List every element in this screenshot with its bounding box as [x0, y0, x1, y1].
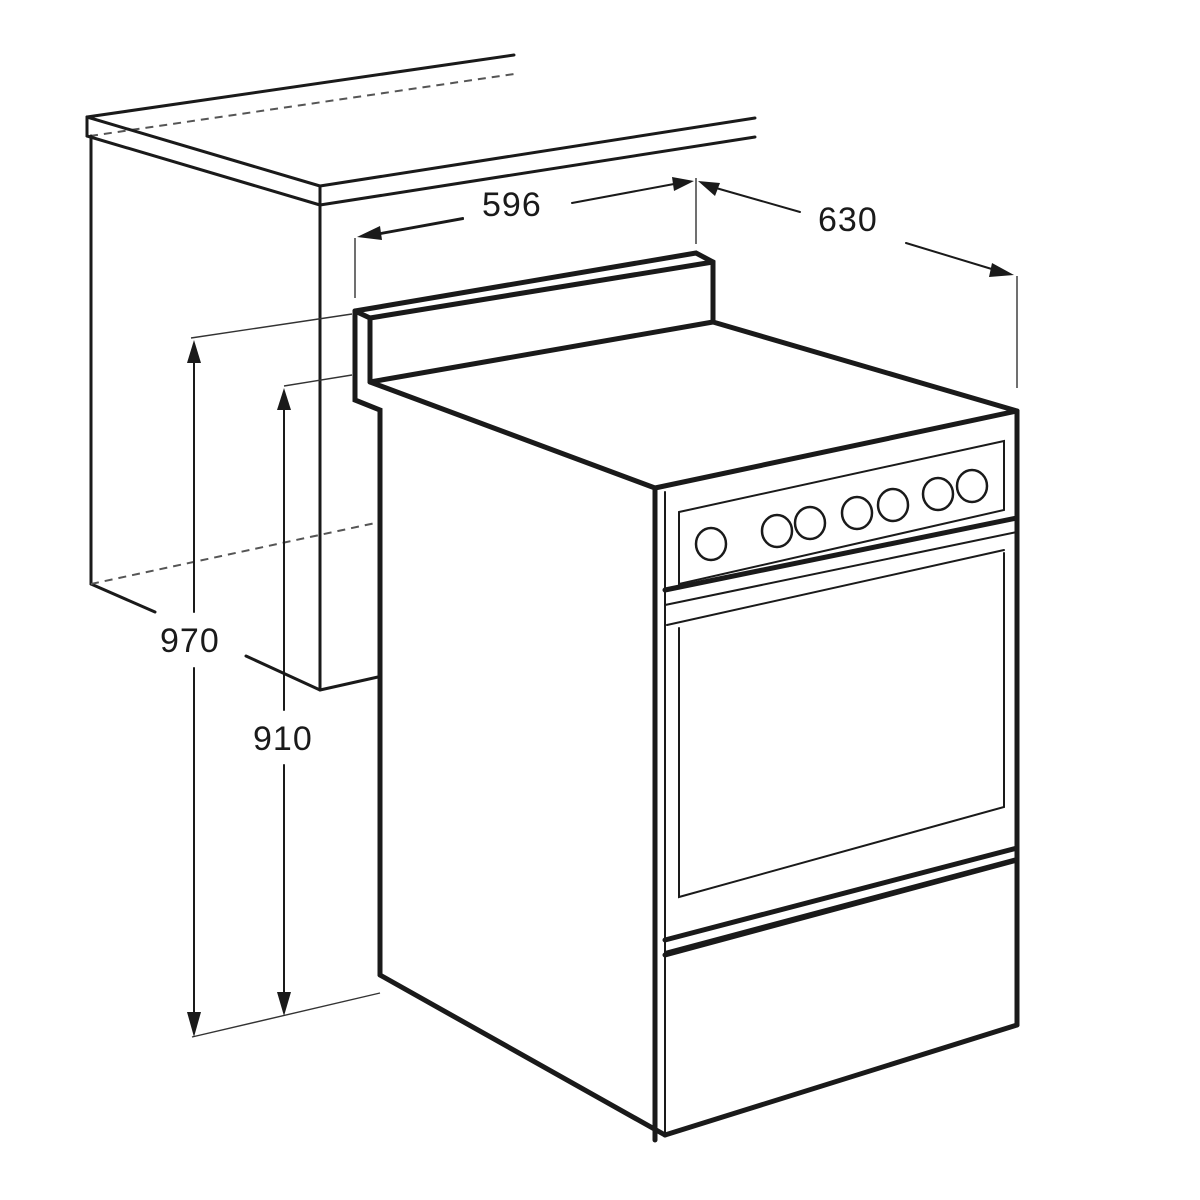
- dimension-overall-height: [187, 313, 353, 1037]
- knob-icon: [876, 487, 910, 523]
- control-panel: [662, 439, 1020, 606]
- knob-icon: [793, 505, 827, 541]
- control-knobs: [694, 468, 989, 562]
- dimension-cooktop-height: [277, 374, 353, 1016]
- depth-dimension-label: 630: [814, 203, 882, 237]
- cooktop-height-dimension-label: 910: [249, 722, 317, 756]
- oven-window: [678, 552, 1005, 899]
- knob-icon: [694, 526, 728, 562]
- knob-icon: [955, 468, 989, 504]
- storage-drawer: [662, 857, 1020, 958]
- dimension-width: [354, 177, 697, 298]
- cooker-body: [191, 250, 1020, 1143]
- oven-door: [662, 549, 1020, 953]
- knob-icon: [921, 476, 955, 512]
- backguard: [352, 250, 716, 978]
- knob-icon: [840, 495, 874, 531]
- overall-height-dimension-label: 970: [156, 624, 224, 658]
- knob-icon: [760, 513, 794, 549]
- width-dimension-label: 596: [478, 188, 546, 222]
- dimension-depth: [698, 181, 1018, 388]
- kitchen-counter-outline: [85, 53, 757, 692]
